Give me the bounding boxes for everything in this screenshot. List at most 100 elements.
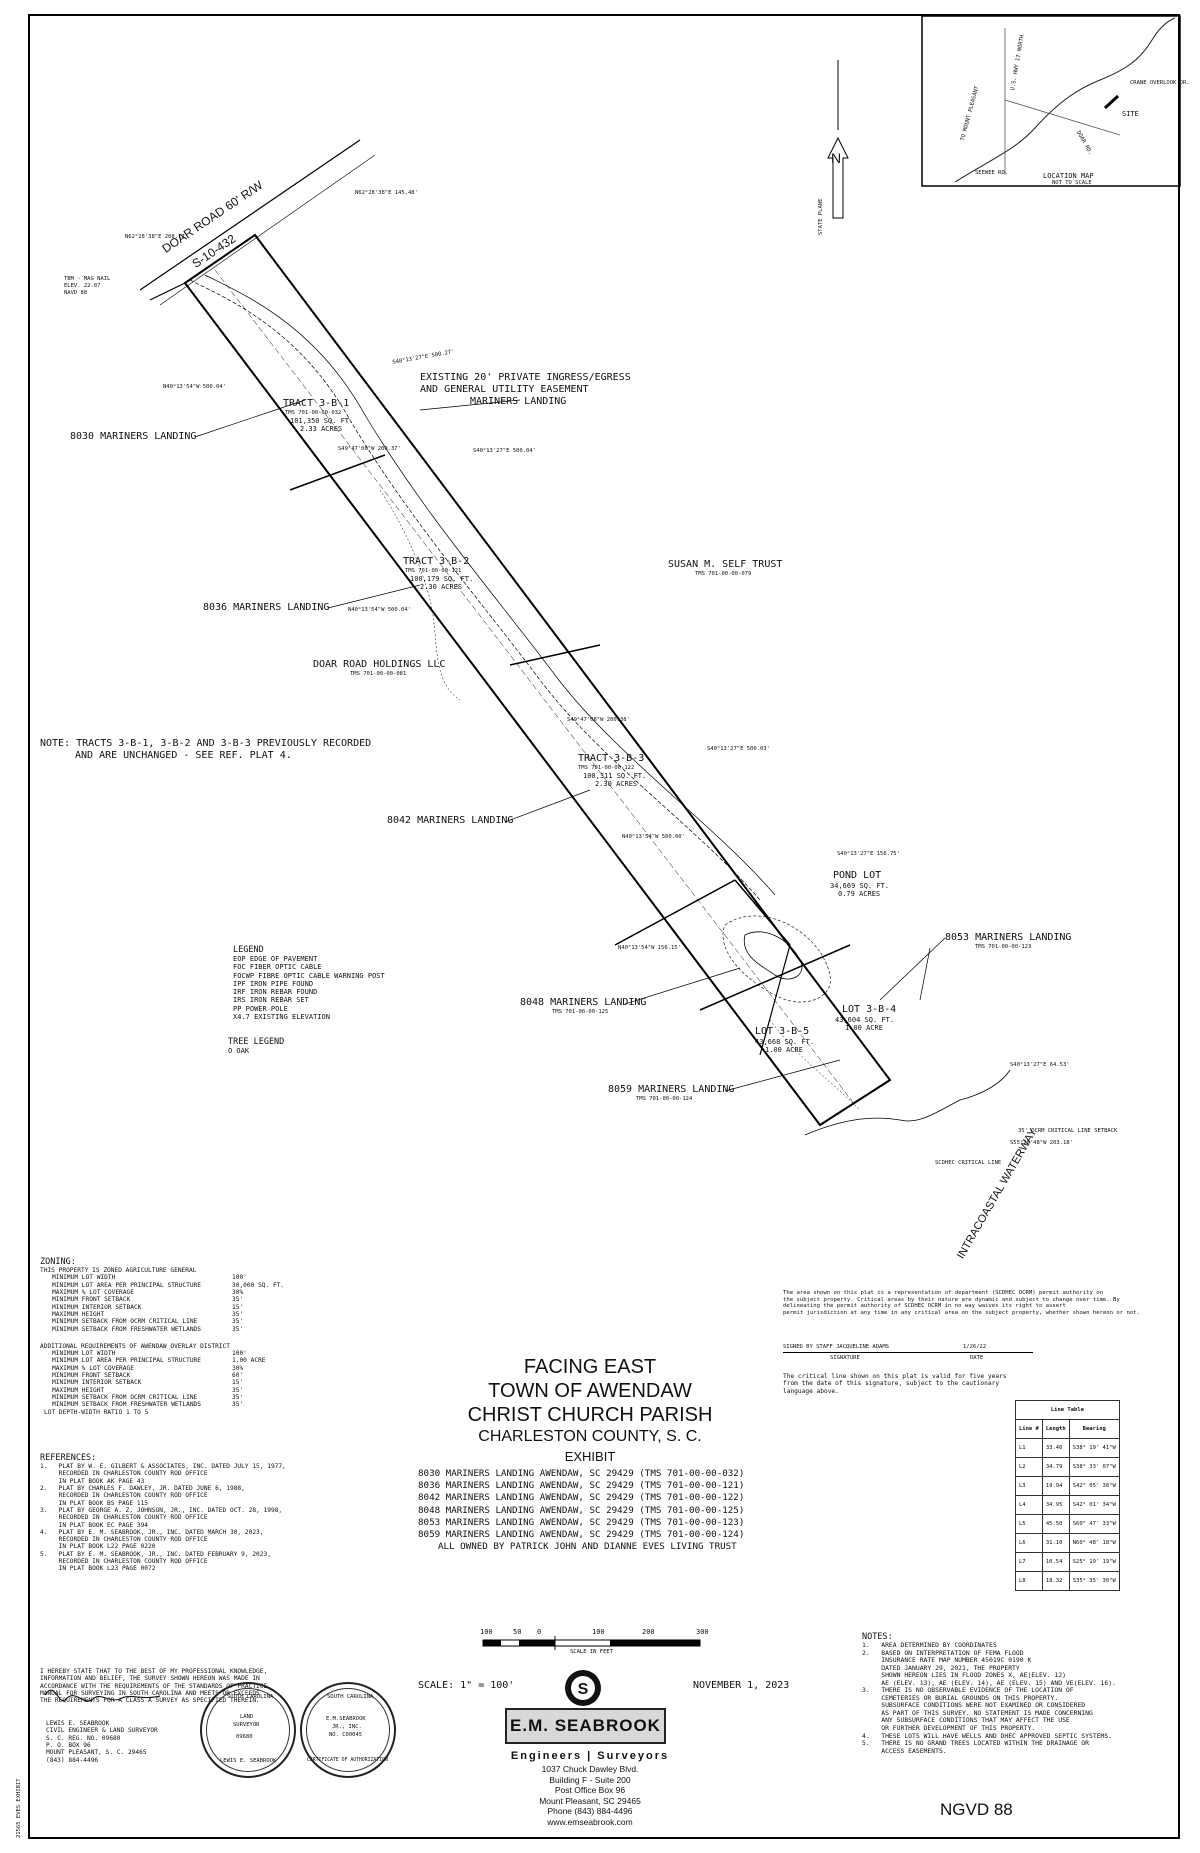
company-address-line: 1037 Chuck Dawley Blvd. [541,1764,639,1774]
bearing-label: S55°28'48"W 203.18' [1010,1140,1073,1146]
bearing-label: S40°13'27"E 500.04' [473,448,536,454]
legend-item: X4.7 EXISTING ELEVATION [233,1012,330,1021]
location-map-subtitle: NOT TO SCALE [1052,180,1092,186]
zoning-row-value: 35' [232,1310,244,1318]
bearing-label: N40°13'54"W 156.15' [618,945,681,951]
ocrm-note-line: delineating the permit authority of SCDH… [783,1303,1066,1310]
bearing-label: S49°47'08"W 200.37' [338,446,401,452]
surveyor-signature [44,1689,161,1702]
bearing-label: S49°47'08"W 200.38' [567,717,630,723]
tract-3b2-sqft: 100,179 SQ. FT. [410,575,474,583]
reference-line: RECORDED IN CHARLESTON COUNTY ROD OFFICE [40,1470,208,1478]
zoning-row-label: MAXIMUM % LOT COVERAGE [52,1288,134,1296]
cell: L2 [1015,1457,1043,1477]
seal-text: NO. C00045 [329,1732,363,1738]
zoning-block: ZONING: THIS PROPERTY IS ZONED AGRICULTU… [40,1257,312,1416]
seal-text: SURVEYOR [233,1722,260,1728]
overlay-intro: ADDITIONAL REQUIREMENTS OF AWENDAW OVERL… [40,1342,230,1350]
easement-label-3: MARINERS LANDING [470,396,567,407]
bearing-label: N62°28'38"E 145.48' [355,190,418,196]
notes-block: NOTES: 1. AREA DETERMINED BY COORDINATES… [862,1632,1116,1755]
lot-3b4-sqft: 43,604 SQ. FT. [835,1016,895,1024]
overlay-row-label: MINIMUM SETBACK FROM OCRM CRITICAL LINE [52,1394,198,1402]
north-arrow [827,60,849,219]
cell: 31.10 [1041,1533,1070,1553]
note-line: INSURANCE RATE MAP NUMBER 45019C 0190 K [862,1656,1032,1665]
surveyor-line: MOUNT PLEASANT, S. C. 29465 [46,1749,147,1757]
scale-tick: 100 [480,1628,493,1636]
seal-text: LEWIS E. SEABROOK [220,1758,277,1764]
tract-3b1-name: TRACT 3-B-1 [283,398,350,409]
cell: S35° 35' 30"W [1068,1571,1120,1591]
cell: 10.54 [1041,1552,1070,1572]
zoning-row-value: 30,000 SQ. FT. [232,1281,285,1289]
scale-in-feet: SCALE IN FEET [570,1649,614,1655]
legend-item: EOP EDGE OF PAVEMENT [233,955,318,964]
overlay-row-label: MAXIMUM % LOT COVERAGE [52,1364,134,1372]
cell: L4 [1015,1495,1043,1515]
cell: S38° 19' 41"W [1068,1438,1120,1458]
tree-legend-title: TREE LEGEND [228,1037,285,1047]
references-block: REFERENCES: 1. PLAT BY W. E. GILBERT & A… [40,1453,286,1573]
bearing-label: N40°13'54"W 500.00' [622,834,685,840]
tract-3b3-tms: TMS 701-00-00-122 [578,765,635,771]
note-line: ACCESS EASEMENTS. [862,1746,947,1755]
title-facing: FACING EAST [523,1356,657,1378]
bearing-label: N40°13'54"W 500.04' [163,384,226,390]
cell: 19.94 [1041,1476,1070,1496]
cell: S42° 05' 38"W [1068,1476,1120,1496]
reference-line: IN PLAT BOOK AK PAGE 43 [40,1477,145,1485]
seal-text: SOUTH CAROLINA [327,1694,374,1700]
zoning-row-label: MINIMUM LOT AREA PER PRINCIPAL STRUCTURE [52,1281,202,1289]
zoning-title: ZONING: [40,1257,76,1267]
cell: L7 [1015,1552,1043,1572]
cell: S60° 47' 33"W [1068,1514,1120,1534]
note-line: AS PART OF THIS SURVEY. NO STATEMENT IS … [862,1708,1093,1717]
company-address-line: Phone (843) 884-4496 [547,1806,633,1816]
legend-item: FOC FIBER OPTIC CABLE [233,963,322,972]
reference-line: 1. PLAT BY W. E. GILBERT & ASSOCIATES, I… [40,1463,286,1471]
company-address: 1037 Chuck Dawley Blvd. Building F - Sui… [400,1764,780,1827]
zoning-row-label: MINIMUM SETBACK FROM OCRM CRITICAL LINE [52,1318,198,1326]
company-address-line: Post Office Box 96 [554,1785,626,1795]
reference-line: RECORDED IN CHARLESTON COUNTY ROD OFFICE [40,1558,208,1566]
bearing-label: N40°13'54"W 500.04' [348,607,411,613]
tbm-label-3: NAVD 88 [64,290,88,296]
location-map-title: LOCATION MAP [1043,172,1094,180]
note-line: 5. THERE IS NO GRAND TREES LOCATED WITHI… [862,1739,1090,1748]
neighbor-susan-tms: TMS 701-00-00-079 [695,571,752,577]
location-map-inset [921,15,1181,187]
lot-3b4-name: LOT 3-B-4 [842,1004,897,1015]
surveyor-line: P. O. BOX 96 [46,1741,91,1749]
plat-date: NOVEMBER 1, 2023 [693,1680,790,1691]
legend-item: PP POWER POLE [233,1004,288,1013]
tree-legend-item: O OAK [228,1047,250,1056]
company-seal: SOUTH CAROLINA E.M.SEABROOK JR., INC. NO… [300,1682,396,1778]
overlay-row-label: MINIMUM INTERIOR SETBACK [52,1379,142,1387]
company-address-line: www.emseabrook.com [547,1816,633,1827]
address-8059-tms: TMS 701-00-00-124 [636,1096,693,1102]
line-table-header: Bearing [1068,1419,1120,1439]
zoning-row-label: MINIMUM SETBACK FROM FRESHWATER WETLANDS [52,1325,202,1333]
location-map-site: SITE [1122,110,1139,118]
certification-line: INFORMATION AND BELIEF, THE SURVEY SHOWN… [40,1675,260,1683]
title-county: CHARLESTON COUNTY, S. C. [478,1428,702,1445]
overlay-row-value: 35' [232,1394,244,1402]
certification-line: ACCORDANCE WITH THE REQUIREMENTS OF THE … [40,1682,268,1690]
zoning-intro: THIS PROPERTY IS ZONED AGRICULTURE GENER… [40,1267,197,1275]
zoning-row-label: MINIMUM INTERIOR SETBACK [52,1303,142,1311]
zoning-row-value: 100' [232,1274,247,1282]
seal-text: LAND [240,1714,254,1720]
bearing-label: S40°13'27"E 500.03' [707,746,770,752]
zoning-row-label: MINIMUM FRONT SETBACK [52,1296,131,1304]
zoning-row-label: MAXIMUM HEIGHT [52,1310,105,1318]
zoning-row-label: MINIMUM LOT WIDTH [52,1274,116,1282]
overlay-row-value: 60' [232,1372,244,1380]
signature-rule [783,1352,1033,1353]
address-8053-tms: TMS 701-00-00-123 [975,944,1032,950]
overlay-row-label: MINIMUM LOT WIDTH [52,1350,116,1358]
